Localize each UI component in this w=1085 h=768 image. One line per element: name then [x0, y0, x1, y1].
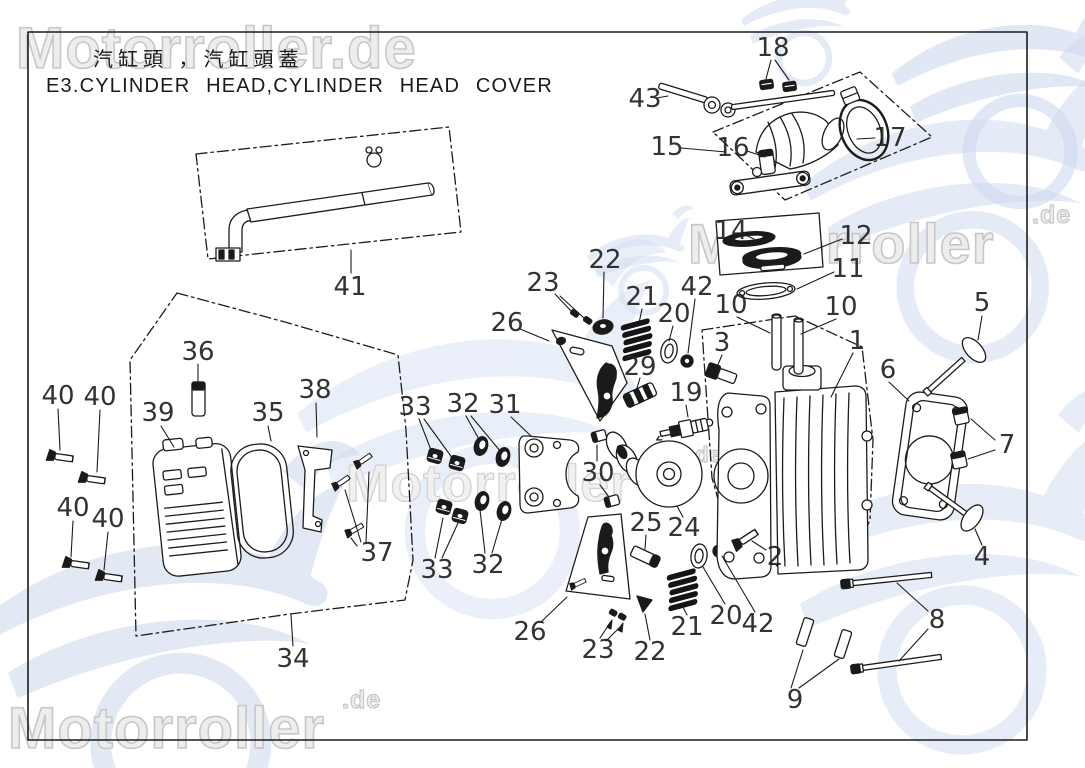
part-label: 40 — [41, 381, 75, 411]
part-label: 11 — [831, 254, 865, 284]
part-label: 32 — [446, 389, 480, 419]
part-label: 4 — [973, 542, 991, 572]
part-label: 40 — [83, 382, 117, 412]
part-label: 6 — [879, 355, 897, 385]
part-label: 5 — [973, 288, 991, 318]
part-seals-and-dowels-group — [715, 212, 824, 375]
part-cylinder-head-group — [704, 336, 987, 675]
part-label: 23 — [526, 268, 560, 298]
part-label: 43 — [628, 84, 662, 114]
part-label: 41 — [333, 272, 367, 302]
part-label: 26 — [490, 308, 524, 338]
part-label: 3 — [713, 328, 731, 358]
part-label: 18 — [756, 33, 790, 63]
part-label: 16 — [716, 133, 750, 163]
part-label: 38 — [298, 375, 332, 405]
page-title-chinese: 汽缸頭 ，汽缸頭蓋 — [93, 49, 304, 71]
part-label: 36 — [181, 337, 215, 367]
part-label: 22 — [633, 637, 667, 667]
part-label: 29 — [623, 352, 657, 382]
part-label: 26 — [513, 617, 547, 647]
part-label: 23 — [581, 635, 615, 665]
part-label: 7 — [998, 430, 1016, 460]
part-label: 33 — [420, 555, 454, 585]
part-label: 39 — [141, 398, 175, 428]
part-breather-pipe-41 — [215, 146, 435, 262]
watermark-text-topleft: Motorroller.de — [15, 16, 417, 81]
part-label: 12 — [839, 221, 873, 251]
part-label: 21 — [670, 612, 704, 642]
part-valvetrain-group — [425, 309, 726, 621]
part-label: 40 — [91, 504, 125, 534]
part-label: 10 — [824, 292, 858, 322]
part-intake-manifold-group — [658, 78, 890, 196]
part-label: 2 — [766, 542, 784, 572]
watermark-text-bottom-de: .de — [341, 686, 382, 714]
part-label: 25 — [629, 508, 663, 538]
part-label: 22 — [588, 245, 622, 275]
part-label: 31 — [488, 390, 522, 420]
watermark-text-bottom: Motorroller — [7, 696, 326, 761]
part-label: 32 — [471, 550, 505, 580]
part-label: 34 — [276, 644, 310, 674]
callout-leader-lines — [57, 59, 996, 689]
part-label: 33 — [398, 392, 432, 422]
part-label: 17 — [873, 123, 907, 153]
part-label: 20 — [709, 601, 743, 631]
part-label: 24 — [667, 513, 701, 543]
part-label: 42 — [680, 272, 714, 302]
part-label: 14 — [714, 216, 748, 246]
part-label: 30 — [581, 458, 615, 488]
part-cylinder-head-cover-group — [45, 381, 374, 585]
page-title-english: E3.CYLINDER HEAD,CYLINDER HEAD COVER — [46, 75, 553, 97]
part-label: 21 — [625, 282, 659, 312]
part-label: 1 — [848, 326, 866, 356]
watermark-text-midright-de: .de — [1031, 201, 1072, 229]
part-label: 42 — [741, 609, 775, 639]
part-label: 37 — [360, 538, 394, 568]
part-label: 19 — [669, 378, 703, 408]
drawing-frame — [27, 31, 1028, 741]
part-label: 10 — [714, 290, 748, 320]
part-label: 15 — [650, 132, 684, 162]
part-label: 35 — [251, 398, 285, 428]
part-label: 40 — [56, 493, 90, 523]
part-label: 20 — [657, 299, 691, 329]
part-label: 9 — [786, 685, 804, 715]
part-label: 8 — [928, 605, 946, 635]
